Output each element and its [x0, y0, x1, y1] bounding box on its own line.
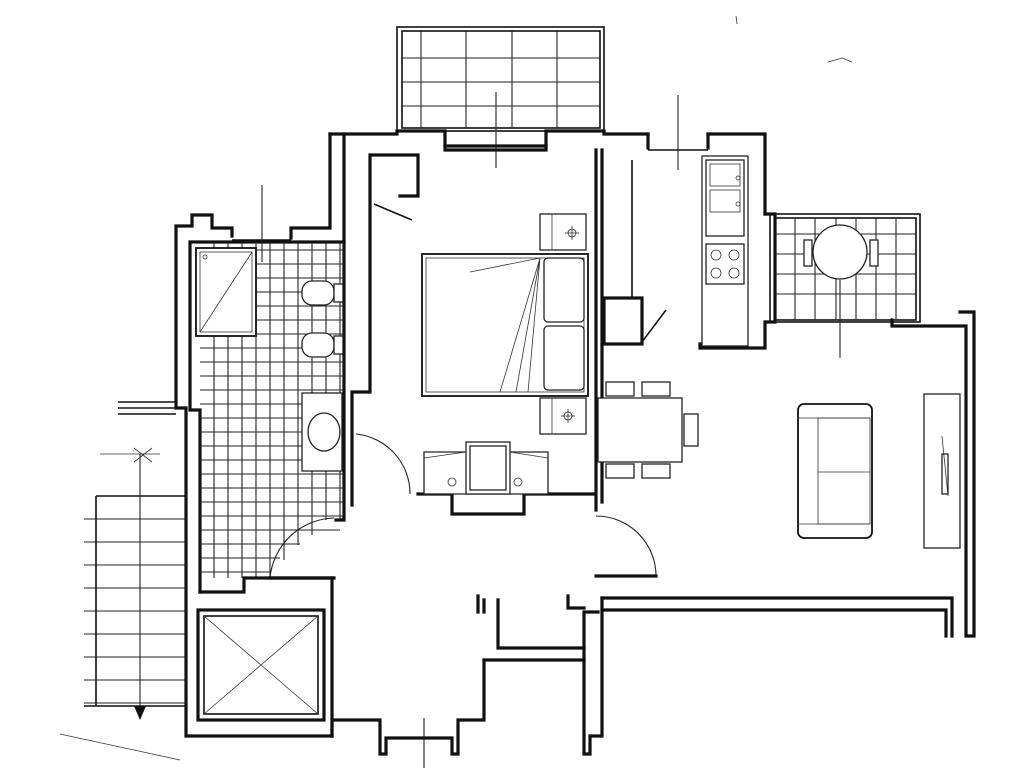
exterior-walls	[174, 129, 976, 756]
tv-cabinet-icon	[923, 393, 961, 549]
bedroom	[350, 148, 598, 516]
dresser-icon	[423, 441, 549, 495]
bedroom-door-swing	[355, 433, 411, 495]
dining-table-icon	[597, 381, 699, 479]
stairwell	[84, 401, 186, 720]
toilet-icon	[301, 280, 345, 306]
bidet-icon	[301, 332, 345, 358]
kitchen	[600, 95, 749, 347]
bathroom-door-swing	[269, 517, 335, 579]
shower-tray-icon	[195, 247, 257, 337]
double-bed-icon	[421, 253, 589, 397]
stair-steps	[84, 518, 186, 704]
stair-direction-arrow-icon	[134, 706, 146, 720]
living-door-swing	[595, 515, 657, 577]
nightstand-bottom-icon	[539, 397, 587, 435]
cooktop-icon	[705, 243, 745, 285]
scan-marks	[59, 15, 853, 761]
round-table-icon	[803, 224, 879, 280]
terrace-north-tiles	[402, 31, 600, 128]
bathroom	[195, 185, 346, 594]
nightstand-top-icon	[539, 213, 587, 251]
balcony-east	[769, 213, 921, 358]
living-room	[594, 343, 961, 578]
sink-icon	[301, 392, 343, 472]
entrance-hall	[268, 517, 425, 768]
elevator	[196, 608, 326, 722]
sofa-icon	[797, 403, 873, 539]
terrace-north	[396, 26, 605, 168]
double-sink-icon	[705, 159, 745, 237]
